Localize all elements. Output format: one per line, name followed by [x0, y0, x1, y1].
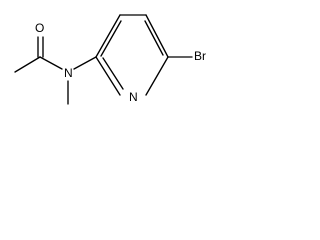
- amide-nitrogen-to-ring-bond: [73, 56, 97, 70]
- ring-bond-c5-n1: [145, 56, 169, 96]
- chemical-structure-diagram: O N N Br: [14, 14, 206, 105]
- pyridine-nitrogen-label: N: [129, 90, 138, 104]
- amide-nitrogen-label: N: [64, 66, 73, 80]
- oxygen-label: O: [35, 21, 44, 35]
- ring-double-bond-c2-c3-inner: [100, 20, 122, 57]
- ring-bond-c4-c5: [145, 14, 169, 58]
- structure-canvas: O N N Br: [0, 0, 224, 128]
- ring-double-bond-n1-c2-inner: [102, 57, 124, 90]
- ring-bond-n1-c2: [95, 56, 121, 96]
- bromine-label: Br: [194, 49, 206, 63]
- methyl-to-carbonyl-bond: [14, 56, 41, 73]
- ring-double-bond-c4-c5-inner: [144, 20, 164, 56]
- carbonyl-to-amide-nitrogen-bond: [39, 56, 63, 70]
- ring-bond-c2-c3: [95, 14, 121, 58]
